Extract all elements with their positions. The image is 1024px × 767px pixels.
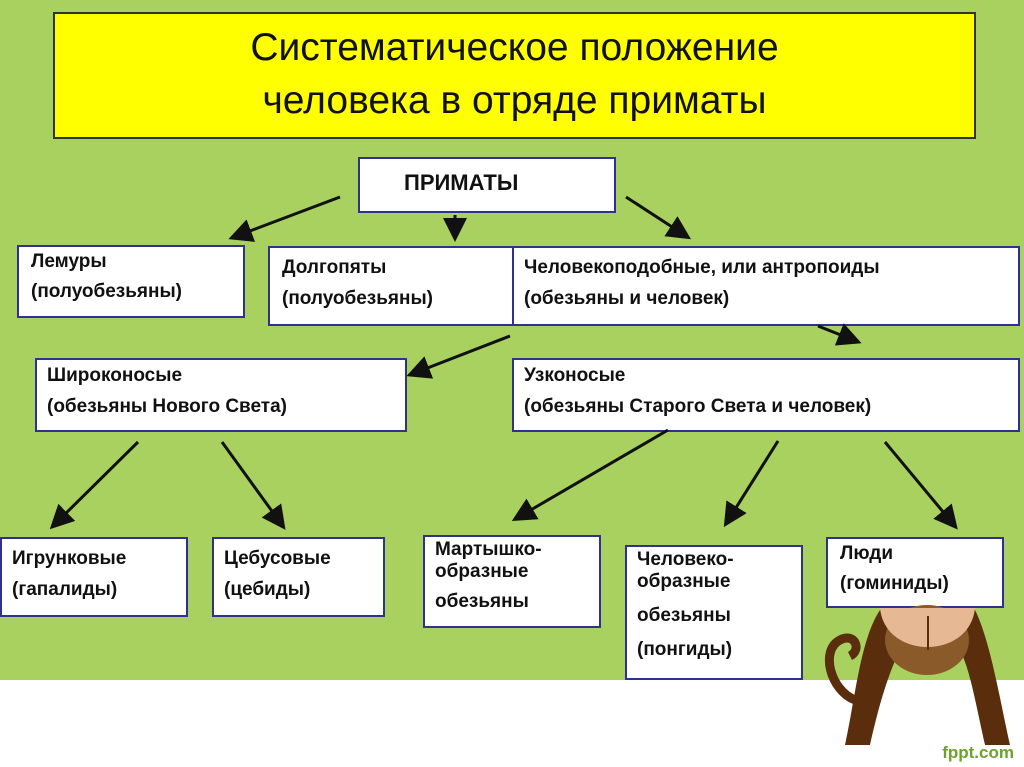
node-note: (цебиды)	[224, 579, 311, 601]
node-label: образные	[435, 560, 529, 582]
node-anthropoids: Человекоподобные, или антропоиды (обезья…	[512, 246, 1020, 326]
node-cebids: Цебусовые (цебиды)	[212, 537, 385, 617]
node-label: обезьяны	[435, 590, 529, 612]
node-lemurs: Лемуры (полуобезьяны)	[17, 245, 245, 318]
node-note: (обезьяны Старого Света и человек)	[524, 396, 872, 418]
node-label: Люди	[840, 543, 894, 564]
node-marmosets: Игрунковые (гапалиды)	[0, 537, 188, 617]
node-label: Мартышко-	[435, 539, 542, 560]
slide-title: Систематическое положение человека в отр…	[53, 12, 976, 139]
node-label: Лемуры	[31, 251, 107, 272]
node-primates: ПРИМАТЫ	[358, 157, 616, 213]
node-label: Долгопяты	[282, 257, 387, 278]
node-monkeys: Мартышко- образные обезьяны	[423, 535, 601, 628]
monkey-illustration	[824, 605, 1010, 745]
node-label: образные	[637, 570, 731, 592]
node-tarsiers: Долгопяты (полуобезьяны)	[268, 246, 514, 326]
node-note: (полуобезьяны)	[282, 288, 433, 310]
footer-brand: fppt.com	[942, 743, 1014, 762]
node-note: (полуобезьяны)	[31, 281, 182, 303]
node-label: Узконосые	[524, 365, 626, 386]
node-label: Цебусовые	[224, 548, 331, 569]
arrow	[49, 440, 140, 530]
node-label: Игрунковые	[12, 548, 127, 569]
arrow	[817, 323, 862, 346]
node-label: обезьяны	[637, 604, 731, 626]
arrow	[228, 195, 341, 242]
node-platyrrhini: Широконосые (обезьяны Нового Света)	[35, 358, 407, 432]
node-note: (обезьяны и человек)	[524, 288, 730, 310]
title-line-1: Систематическое положение	[250, 26, 779, 69]
title-line-2: человека в отряде приматы	[262, 78, 767, 122]
node-note: (гоминиды)	[840, 573, 949, 595]
arrow	[406, 334, 511, 379]
arrow	[511, 428, 669, 522]
node-note: (понгиды)	[637, 638, 733, 660]
node-note: (гапалиды)	[12, 579, 118, 601]
arrow	[883, 441, 958, 530]
node-label: Человекоподобные, или антропоиды	[524, 257, 880, 278]
node-note: (обезьяны Нового Света)	[47, 396, 288, 418]
arrow	[723, 440, 780, 528]
node-label: Человеко-	[637, 549, 734, 570]
node-apes: Человеко- образные обезьяны (понгиды)	[625, 545, 803, 680]
node-label: Широконосые	[47, 365, 183, 386]
arrow	[625, 195, 692, 240]
node-catarrhini: Узконосые (обезьяны Старого Света и чело…	[512, 358, 1020, 432]
node-humans: Люди (гоминиды)	[826, 537, 1004, 608]
arrow	[220, 441, 286, 530]
node-label: ПРИМАТЫ	[404, 170, 519, 195]
